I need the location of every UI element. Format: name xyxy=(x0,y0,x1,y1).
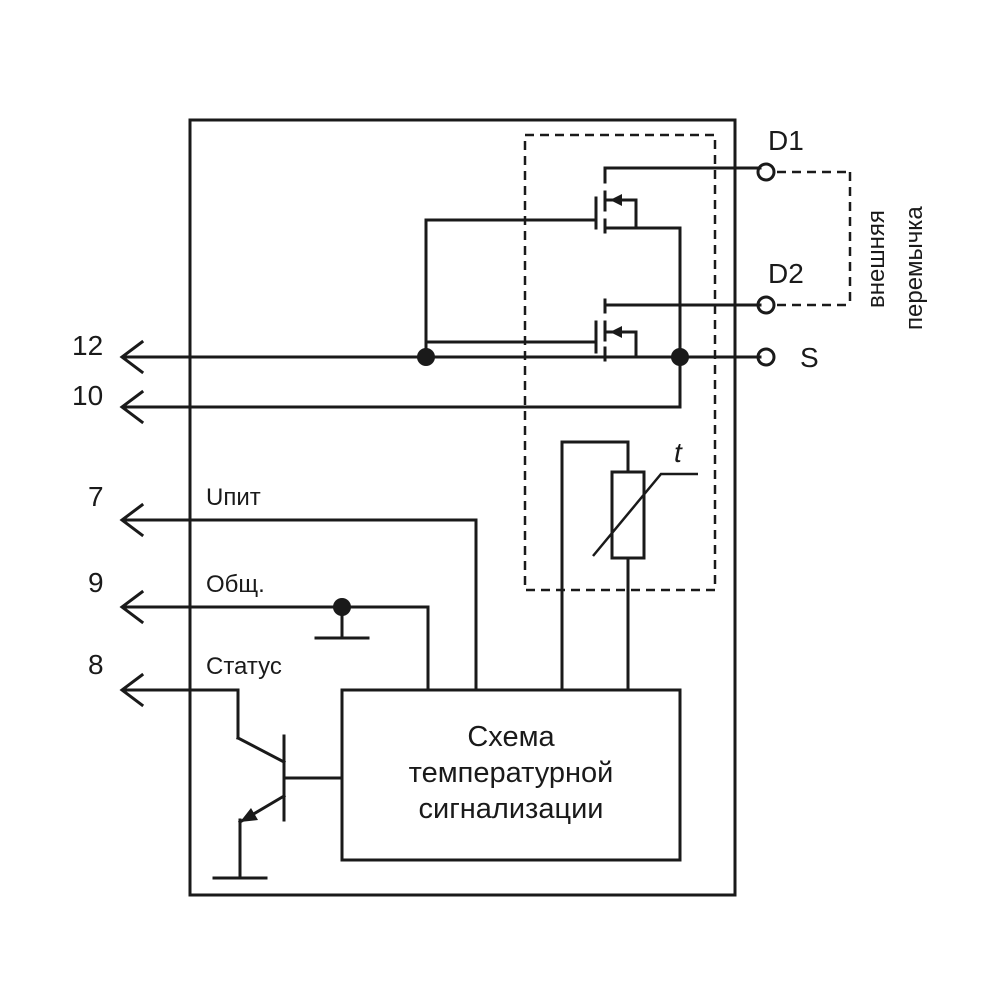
pin-12-label: 12 xyxy=(72,330,103,361)
status-label: Статус xyxy=(206,653,282,680)
pin-8-label: 8 xyxy=(88,649,104,680)
pin-arrows xyxy=(119,339,145,708)
thermistor-t-label: t xyxy=(674,437,683,468)
jumper-label-line1: внешняя xyxy=(863,210,890,308)
gate-wiring xyxy=(424,218,598,359)
module-outline xyxy=(188,118,737,897)
mosfet-1 xyxy=(594,166,762,234)
terminal-d1 xyxy=(756,162,776,182)
junction-source xyxy=(671,348,689,366)
status-transistor xyxy=(123,688,344,880)
block-label-line3: сигнализации xyxy=(419,793,604,825)
thermistor xyxy=(560,440,698,692)
s-label: S xyxy=(800,342,819,373)
power-region-dashed-outline xyxy=(523,133,717,592)
external-jumper-link xyxy=(777,170,852,307)
pin-9-wire xyxy=(123,605,430,692)
pin-9-label: 9 xyxy=(88,567,104,598)
pin-10-label: 10 xyxy=(72,380,103,411)
d2-label: D2 xyxy=(768,258,804,289)
terminal-d2 xyxy=(756,295,776,315)
terminal-s xyxy=(756,347,776,367)
common-label: Общ. xyxy=(206,571,265,598)
d1-label: D1 xyxy=(768,125,804,156)
ground-symbol-common xyxy=(314,605,370,640)
junction-gate xyxy=(417,348,435,366)
pin-7-wire xyxy=(123,518,478,692)
jumper-label-line2: перемычка xyxy=(901,206,928,330)
block-label-line2: температурной xyxy=(409,757,614,789)
temperature-signal-block xyxy=(340,688,682,862)
supply-label: Uпит xyxy=(206,484,261,511)
pin-7-label: 7 xyxy=(88,481,104,512)
block-label-line1: Схема xyxy=(467,721,555,753)
